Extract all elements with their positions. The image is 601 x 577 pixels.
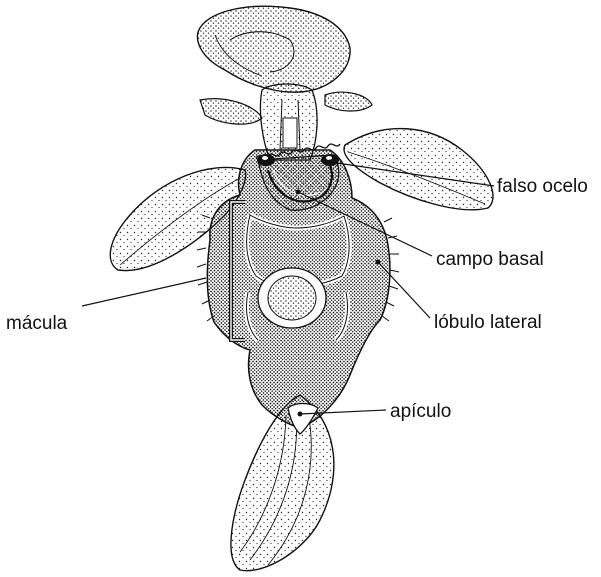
leader-macula (82, 278, 206, 306)
label-apiculo: apículo (390, 402, 451, 421)
dorsal-sepal (197, 6, 350, 92)
label-campo-basal: campo basal (436, 250, 544, 269)
left-petal (200, 99, 262, 124)
label-falso-ocelo: falso ocelo (497, 177, 588, 196)
false-eye-left (257, 154, 275, 166)
label-macula: mácula (6, 314, 67, 333)
right-petal (325, 92, 372, 111)
label-lobulo-lateral: lóbulo lateral (434, 313, 542, 332)
